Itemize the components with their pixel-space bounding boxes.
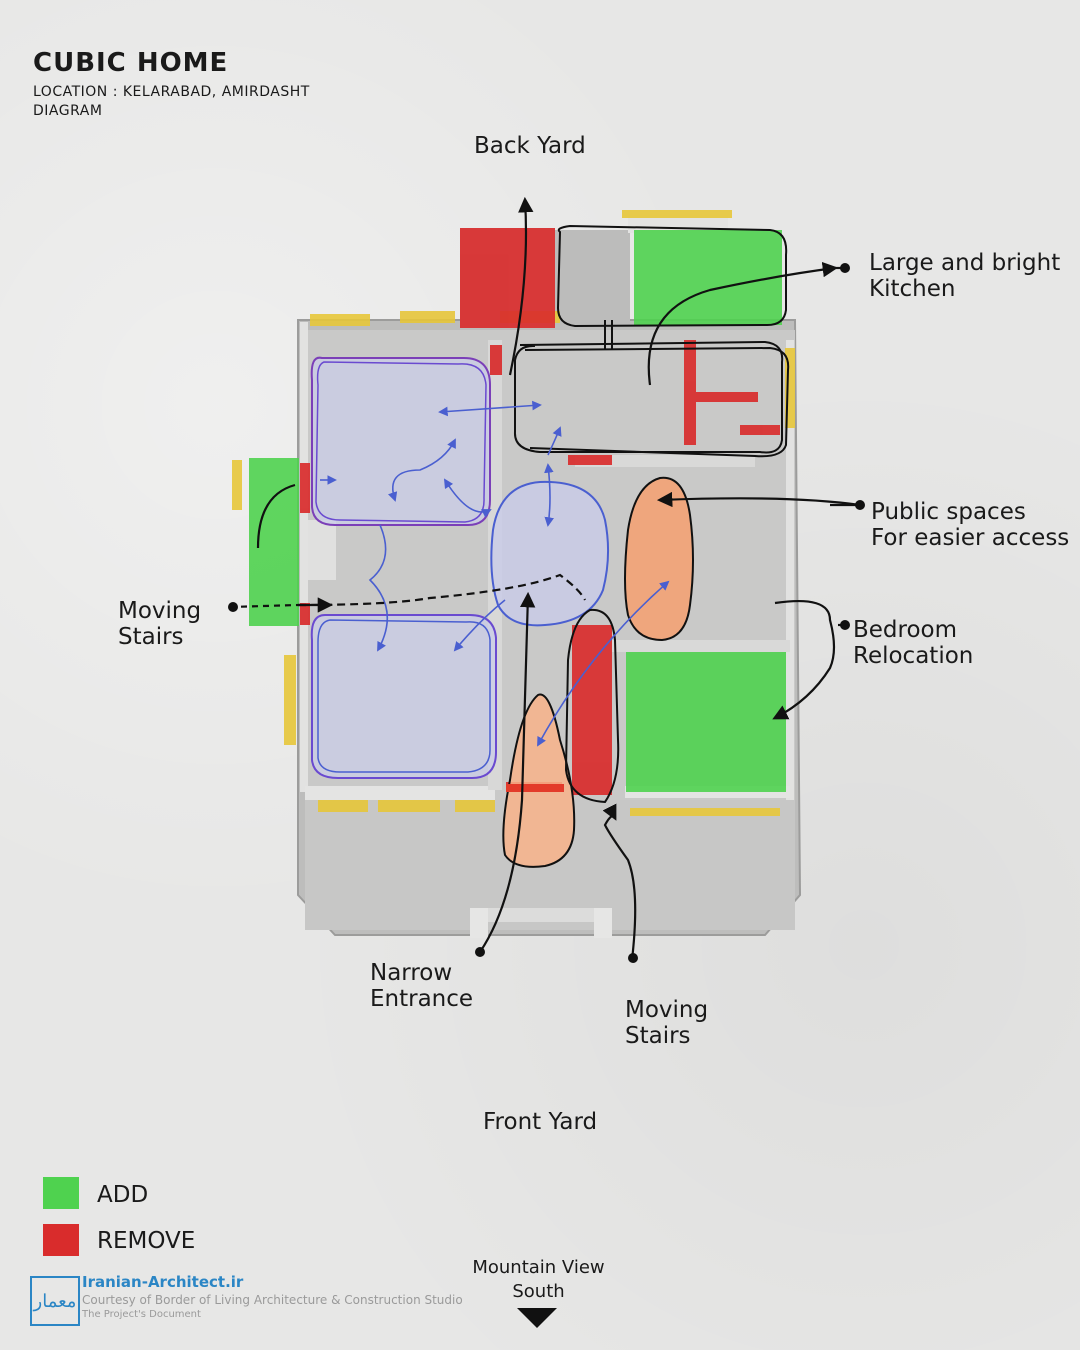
label-stairs-west-line1: Moving [118, 598, 202, 624]
label-stairs-south-line2: Stairs [625, 1023, 691, 1049]
label-public-line2: For easier access [871, 525, 1070, 551]
add-bedroom-zone [626, 652, 786, 792]
location-text: LOCATION : KELARABAD, AMIRDASHT [33, 84, 310, 100]
credit-courtesy: Courtesy of Border of Living Architectur… [82, 1293, 463, 1307]
label-entrance-line2: Entrance [370, 986, 474, 1012]
legend-remove-label: REMOVE [97, 1228, 196, 1254]
compass-line1: Mountain View [472, 1257, 605, 1278]
add-kitchen-zone [634, 230, 782, 325]
annotation-arrows [229, 196, 861, 961]
label-stairs-south-line1: Moving [625, 997, 709, 1023]
label-back-yard: Back Yard [474, 133, 586, 159]
label-kitchen-line2: Kitchen [869, 276, 956, 302]
diagram-text: DIAGRAM [33, 103, 103, 119]
remove-stair-zone [572, 625, 612, 795]
legend-remove-swatch [43, 1224, 79, 1256]
compass-line2: South [512, 1281, 565, 1302]
leader-dots [228, 263, 865, 963]
legend-add-swatch [43, 1177, 79, 1209]
kitchen-outline [513, 224, 790, 458]
south-arrow-icon [517, 1308, 557, 1328]
label-kitchen-line1: Large and bright [869, 250, 1061, 276]
credit-document: The Project's Document [82, 1309, 201, 1320]
label-stairs-west-line2: Stairs [118, 624, 184, 650]
remove-backroom-zone [460, 228, 555, 328]
label-bedroom-line1: Bedroom [853, 617, 958, 643]
project-title: CUBIC HOME [33, 48, 229, 78]
logo-icon: معمار [30, 1276, 80, 1326]
label-entrance-line1: Narrow [370, 960, 453, 986]
compass: Mountain View South [466, 1256, 611, 1304]
label-public-line1: Public spaces s [871, 499, 1031, 525]
label-bedroom-line2: Relocation [853, 643, 974, 669]
add-stairs-zone [249, 458, 299, 626]
credit-site: Iranian-Architect.ir [82, 1273, 244, 1291]
legend-add-label: ADD [97, 1182, 149, 1208]
movement-arrows [320, 400, 670, 747]
label-front-yard: Front Yard [483, 1109, 598, 1135]
